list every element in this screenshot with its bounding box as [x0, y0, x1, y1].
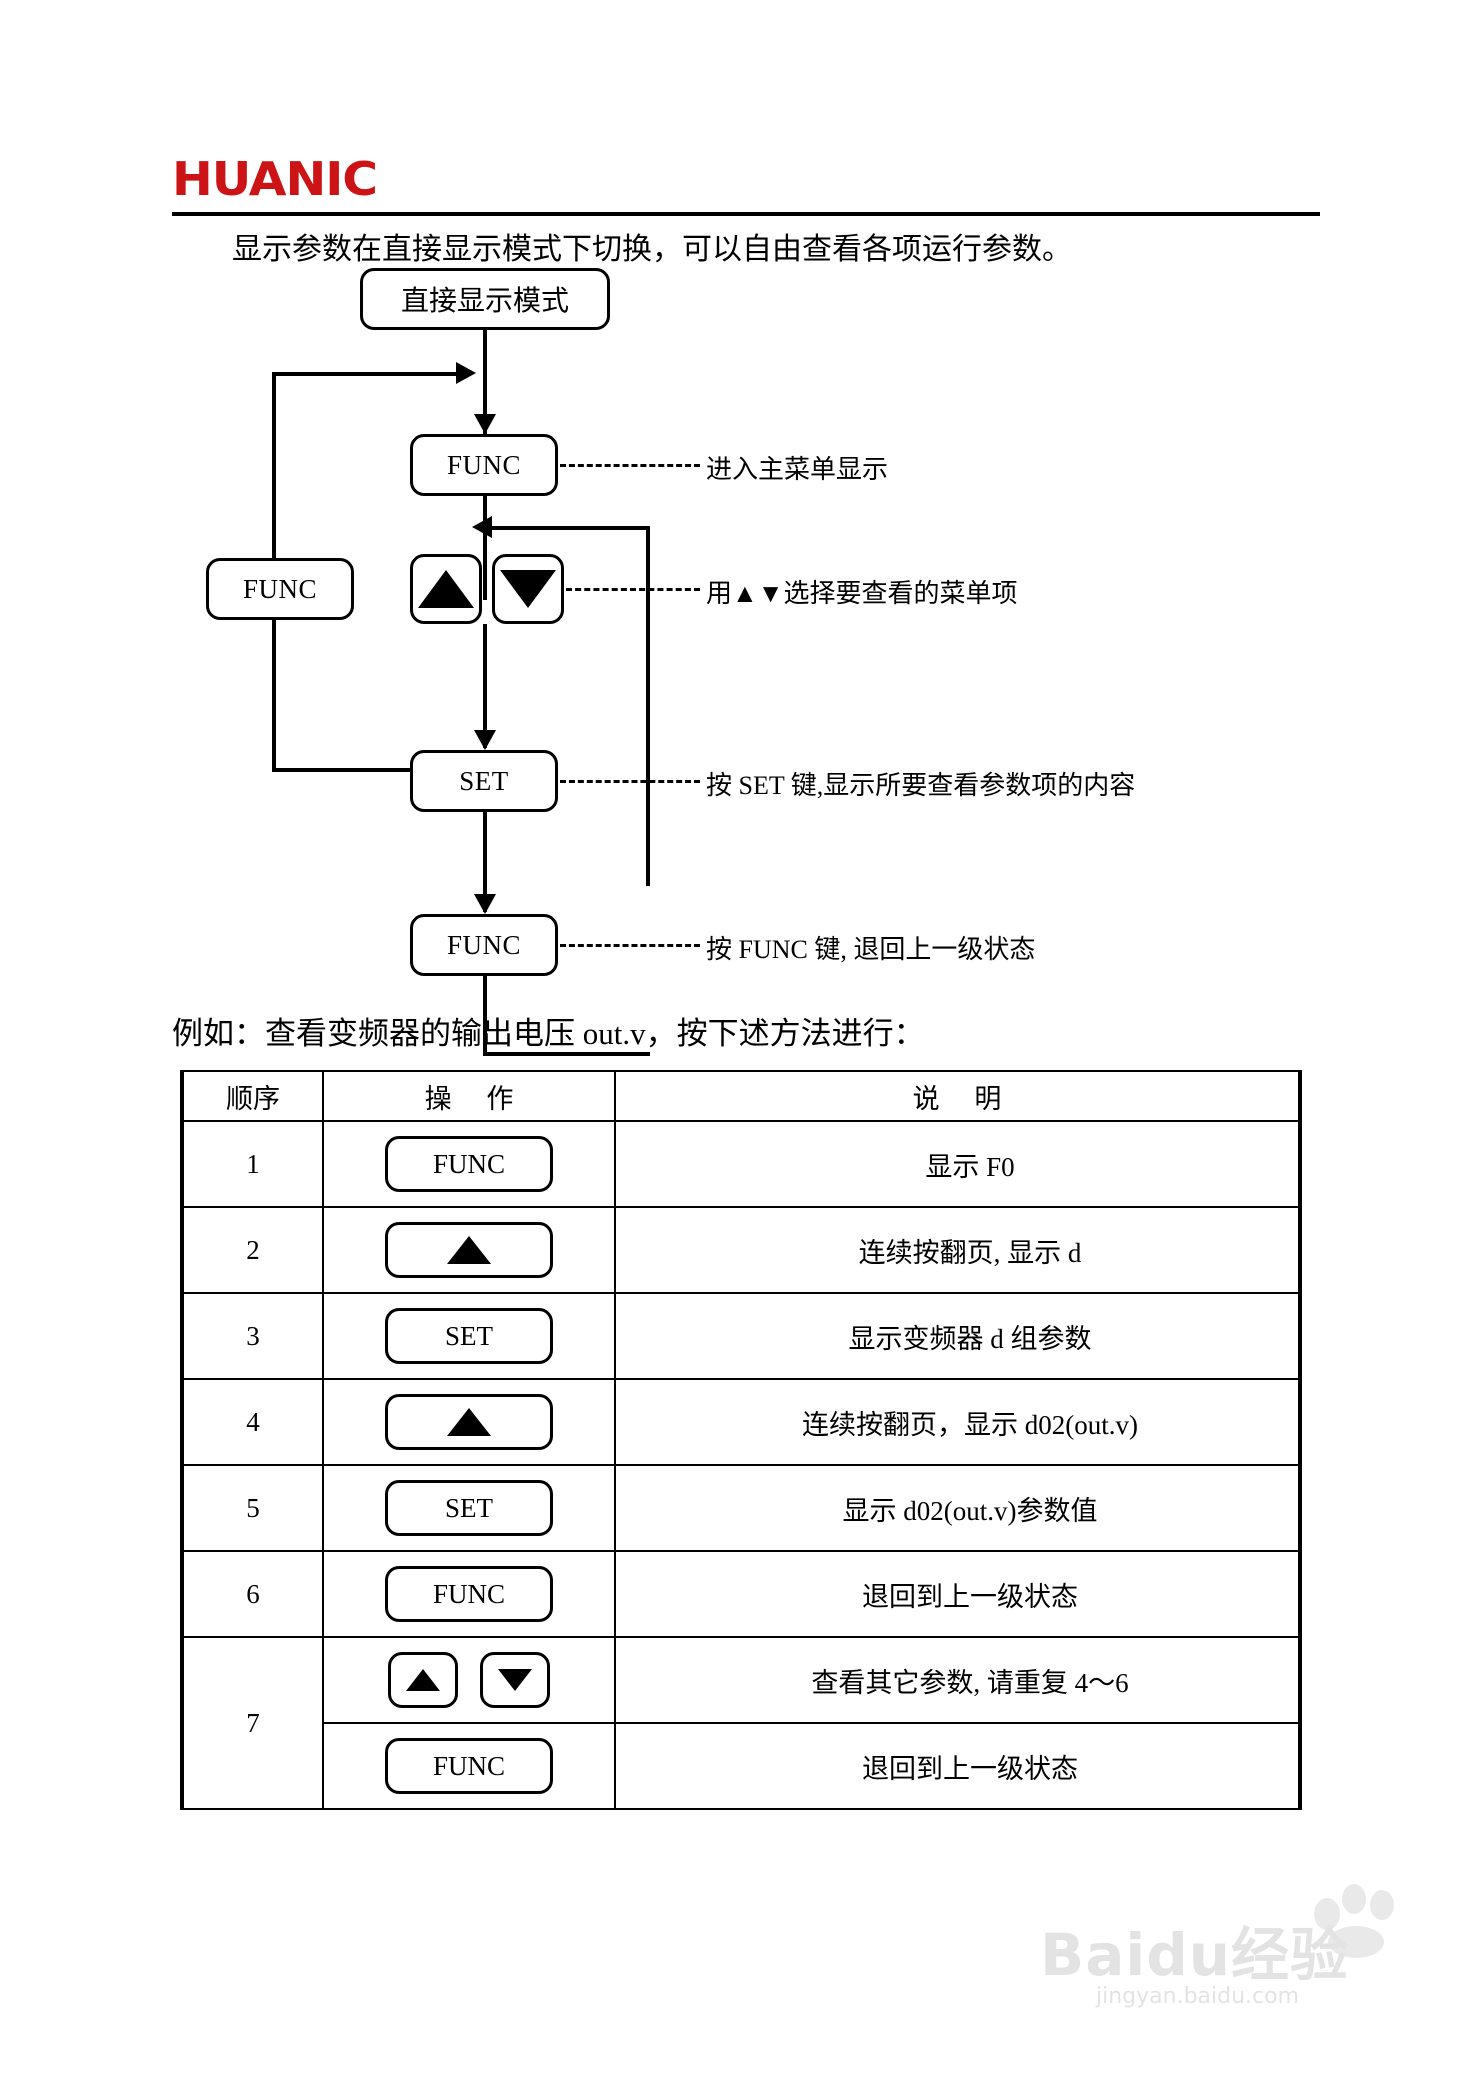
table-cell-operation: SET	[322, 1292, 616, 1380]
table-cell-sequence: 6	[180, 1550, 324, 1638]
table-row: 4 连续按翻页，显示 d02(out.v)	[180, 1378, 1302, 1466]
flow-dash-note-3	[560, 780, 700, 783]
table-cell-sequence: 3	[180, 1292, 324, 1380]
flow-dash-note-4	[560, 944, 700, 947]
flow-node-func-exit: FUNC	[410, 914, 558, 976]
table-header-seq: 顺序	[180, 1070, 324, 1122]
flow-arrow-to-func2	[474, 894, 496, 914]
table-header-row: 顺序 操 作 说 明	[180, 1070, 1302, 1122]
triangle-up-icon	[447, 1236, 491, 1264]
intro-paragraph: 显示参数在直接显示模式下切换，可以自由查看各项运行参数。	[232, 233, 1072, 266]
flow-line-return-vert	[646, 526, 650, 886]
flow-arrow-loopback-top	[456, 362, 476, 384]
table-cell-description: 退回到上一级状态	[614, 1550, 1302, 1638]
baidu-watermark: Baidu经验 jingyan.baidu.com	[1040, 1880, 1420, 2030]
flow-line-bottom-horiz	[483, 1052, 650, 1056]
flow-node-func-main: FUNC	[410, 434, 558, 496]
key-down-button[interactable]	[480, 1652, 550, 1708]
key-up-button[interactable]	[385, 1394, 553, 1450]
table-cell-sequence: 7	[180, 1636, 324, 1810]
flow-dash-note-1	[560, 464, 700, 467]
table-cell-description: 显示 d02(out.v)参数值	[614, 1464, 1302, 1552]
key-func-button[interactable]: FUNC	[385, 1566, 553, 1622]
key-up-button[interactable]	[388, 1652, 458, 1708]
triangle-up-icon	[406, 1669, 440, 1691]
flow-line-keys-to-set	[483, 624, 487, 748]
paw-print-icon	[1308, 1880, 1412, 1958]
flow-arrow-to-func1	[474, 414, 496, 434]
table-row: FUNC 退回到上一级状态	[182, 1722, 1302, 1810]
table-cell-description: 查看其它参数, 请重复 4～6	[614, 1636, 1302, 1724]
flow-arrow-return-into-keys	[472, 516, 492, 538]
table-cell-operation: FUNC	[322, 1120, 616, 1208]
watermark-brand: Baidu经验	[1040, 1921, 1350, 1989]
example-caption: 例如：查看变频器的输出电压 out.v，按下述方法进行：	[172, 1016, 925, 1051]
table-cell-description: 显示 F0	[614, 1120, 1302, 1208]
triangle-up-icon	[447, 1408, 491, 1436]
flow-line-func2-down	[483, 976, 487, 1056]
flow-arrow-to-set	[474, 730, 496, 750]
key-func-button[interactable]: FUNC	[385, 1738, 553, 1794]
flow-line-return-horiz	[490, 526, 650, 530]
flow-note-1: 进入主菜单显示	[706, 455, 889, 484]
header-divider	[172, 212, 1320, 216]
flow-note-2: 用▲▼选择要查看的菜单项	[706, 579, 1018, 608]
huanic-logo: HUANIC	[172, 152, 378, 206]
table-row: 3 SET 显示变频器 d 组参数	[180, 1292, 1302, 1380]
key-func-button[interactable]: FUNC	[385, 1136, 553, 1192]
flow-node-key-down	[492, 554, 564, 624]
table-header-description: 说 明	[614, 1070, 1302, 1122]
flow-note-3: 按 SET 键,显示所要查看参数项的内容	[706, 771, 1136, 800]
table-cell-sequence: 1	[180, 1120, 324, 1208]
table-cell-operation	[322, 1206, 616, 1294]
flow-line-loopback-top	[272, 372, 462, 376]
triangle-down-icon	[500, 570, 556, 608]
table-row: 6 FUNC 退回到上一级状态	[180, 1550, 1302, 1638]
triangle-down-icon	[498, 1669, 532, 1691]
table-cell-operation	[322, 1378, 616, 1466]
table-header-operation: 操 作	[322, 1070, 616, 1122]
table-cell-operation: FUNC	[322, 1722, 616, 1810]
table-row: 7 查看其它参数, 请重复 4～6	[180, 1636, 1302, 1810]
key-up-button[interactable]	[385, 1222, 553, 1278]
table-cell-description: 退回到上一级状态	[614, 1722, 1302, 1810]
flow-node-direct-display-mode: 直接显示模式	[360, 268, 610, 330]
key-set-button[interactable]: SET	[385, 1480, 553, 1536]
table-cell-description: 连续按翻页，显示 d02(out.v)	[614, 1378, 1302, 1466]
flow-line-loopback-bottom	[272, 768, 484, 772]
table-row: 5 SET 显示 d02(out.v)参数值	[180, 1464, 1302, 1552]
watermark-url: jingyan.baidu.com	[1096, 1984, 1300, 2009]
key-set-button[interactable]: SET	[385, 1308, 553, 1364]
table-cell-description: 显示变频器 d 组参数	[614, 1292, 1302, 1380]
table-cell-sequence: 5	[180, 1464, 324, 1552]
table-cell-operation: FUNC	[322, 1550, 616, 1638]
table-row: 2 连续按翻页, 显示 d	[180, 1206, 1302, 1294]
flow-line-func1-to-keys	[483, 496, 487, 600]
operation-flowchart: 直接显示模式 FUNC FUNC SET	[0, 268, 1472, 1056]
table-cell-description: 连续按翻页, 显示 d	[614, 1206, 1302, 1294]
table-cell-sequence: 2	[180, 1206, 324, 1294]
flow-line-set-to-func2	[483, 812, 487, 912]
key-pair	[324, 1652, 614, 1708]
flow-node-func-left: FUNC	[206, 558, 354, 620]
flow-node-key-up	[410, 554, 482, 624]
flow-line-mode-to-func1	[483, 330, 487, 434]
table-cell-operation	[322, 1636, 616, 1724]
table-cell-operation: SET	[322, 1464, 616, 1552]
table-row: 1 FUNC 显示 F0	[180, 1120, 1302, 1208]
table-cell-sequence: 4	[180, 1378, 324, 1466]
triangle-up-icon	[418, 570, 474, 608]
flow-dash-note-2	[566, 588, 700, 591]
flow-note-4: 按 FUNC 键, 退回上一级状态	[706, 935, 1036, 964]
flow-node-set: SET	[410, 750, 558, 812]
